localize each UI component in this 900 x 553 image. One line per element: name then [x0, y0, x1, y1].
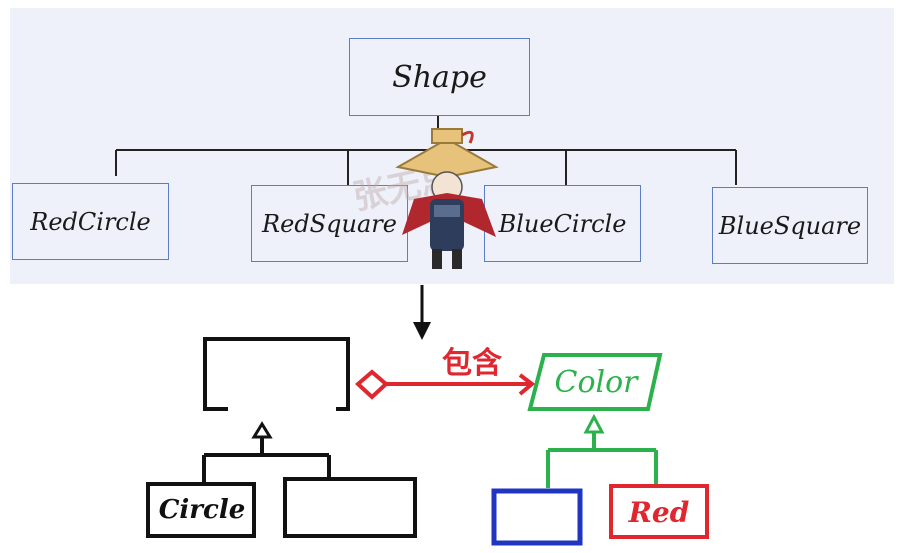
- relation-label: 包含: [442, 346, 502, 381]
- child-box-3: BlueCircle: [484, 185, 641, 262]
- red-label: Red: [628, 495, 690, 529]
- child-label-1: RedCircle: [30, 207, 151, 236]
- mascot-figure: [395, 128, 499, 269]
- circle-label: Circle: [158, 495, 246, 525]
- child-label-4: BlueSquare: [718, 211, 862, 240]
- child-box-1: RedCircle: [12, 183, 169, 260]
- circle-box: [146, 482, 256, 538]
- color-box: [527, 353, 663, 411]
- child-label-3: BlueCircle: [498, 209, 627, 238]
- child-label-2: RedSquare: [262, 209, 397, 238]
- child-box-4: BlueSquare: [712, 187, 868, 264]
- square-box: [283, 477, 417, 538]
- blue-box: [491, 488, 583, 546]
- shape-root-label: Shape: [392, 59, 487, 95]
- color-label: Color: [554, 364, 638, 400]
- child-box-2: RedSquare: [251, 185, 408, 262]
- shape-root-box: Shape: [349, 38, 530, 116]
- shape-abstract-box: [203, 337, 350, 412]
- red-box: [609, 484, 709, 539]
